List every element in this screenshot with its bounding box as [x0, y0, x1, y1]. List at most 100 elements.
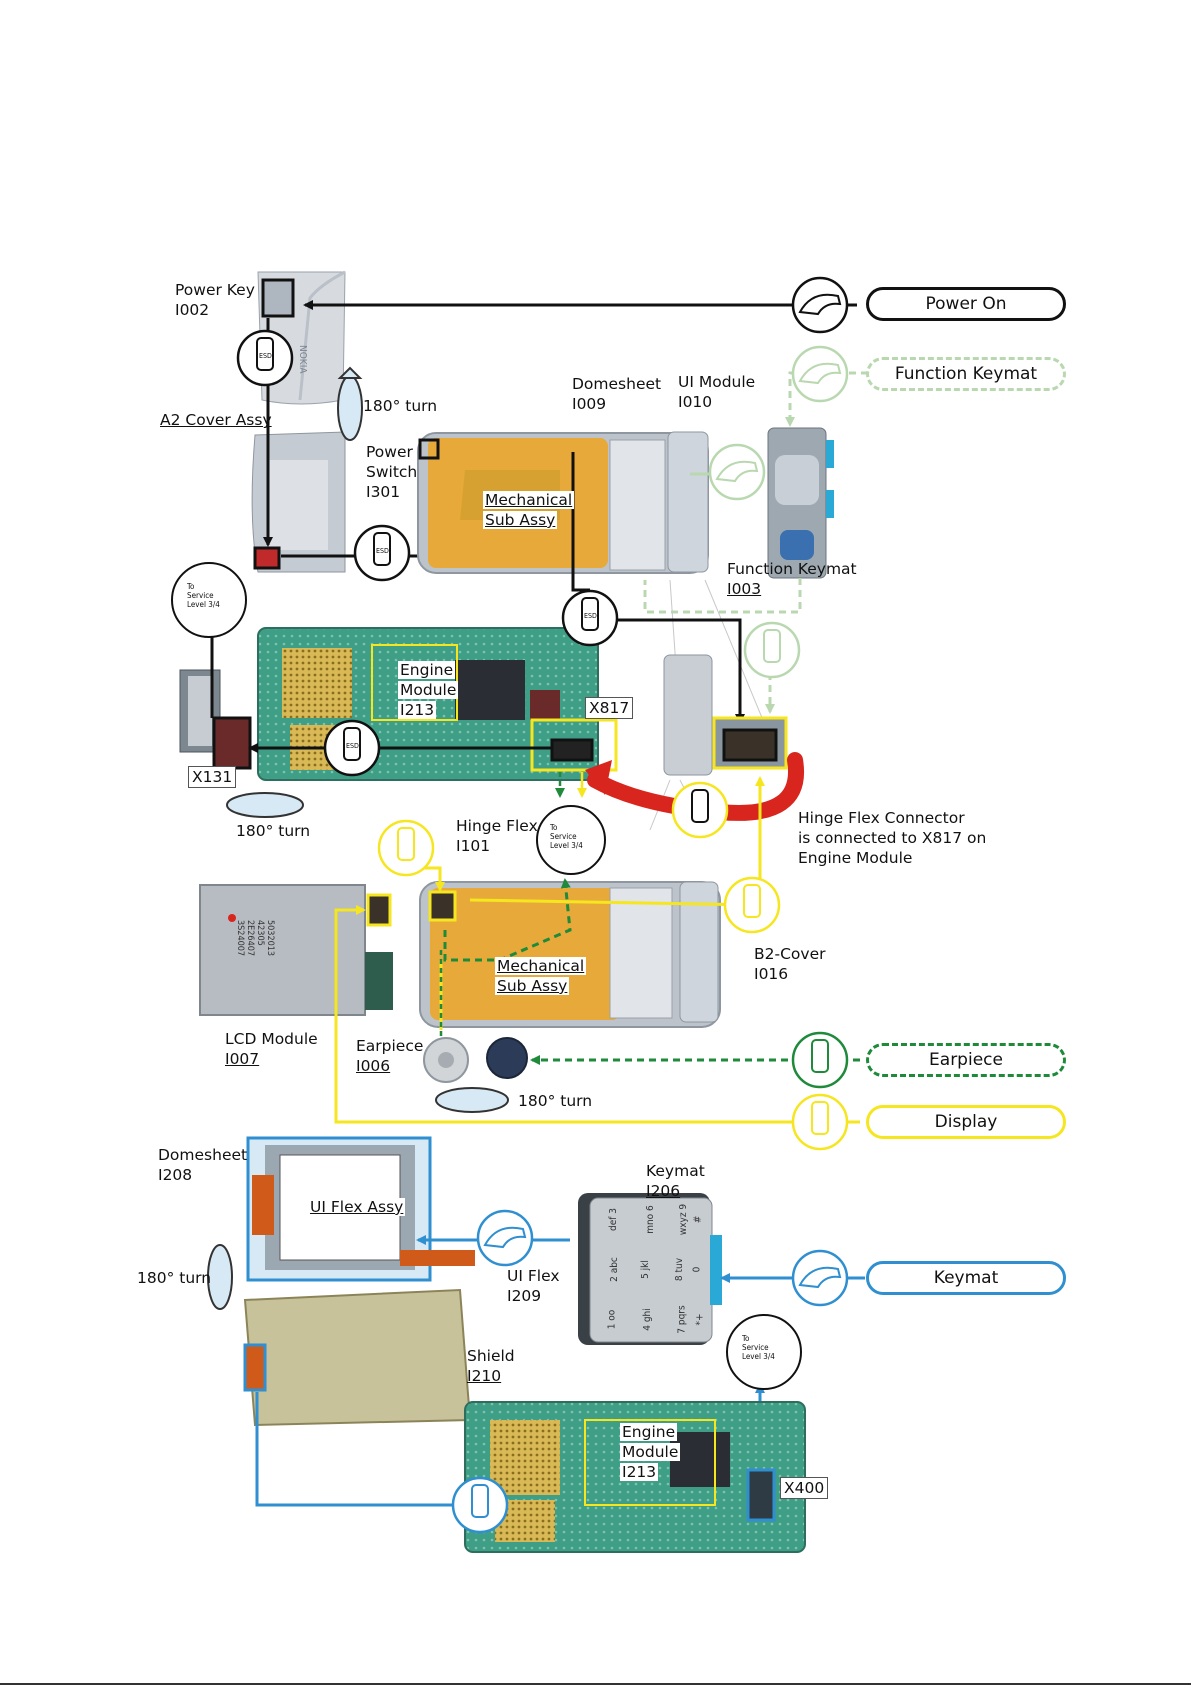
key-5jkl: 5 jkl — [639, 1260, 651, 1279]
shield-name: Shield — [467, 1347, 515, 1365]
a2-cover-text: A2 Cover Assy — [160, 411, 272, 429]
hinge-note-line3: Engine Module — [798, 849, 913, 867]
keymat-pill[interactable]: Keymat — [866, 1261, 1066, 1295]
key-wxyz9: wxyz 9 — [678, 1203, 690, 1236]
earpiece-text: Earpiece — [929, 1050, 1003, 1070]
service-mid-line1: To — [550, 823, 558, 832]
keymat-part-name: Keymat — [646, 1162, 705, 1180]
engine-mid-line2: Module — [398, 681, 459, 699]
keymat-photo — [578, 1193, 722, 1345]
x817-highlight — [530, 718, 618, 772]
engine-bottom-line1: Engine — [620, 1423, 678, 1441]
ui-flex-code: I209 — [507, 1287, 542, 1305]
a2-cover-label: A2 Cover Assy — [160, 410, 272, 430]
function-keymat-route-3 — [643, 578, 802, 614]
power-on-pill[interactable]: Power On — [866, 287, 1066, 321]
function-keymat-route — [785, 371, 868, 427]
service-mid-line3: Level 3/4 — [550, 841, 583, 850]
lcd-print-4: 3S24007 — [235, 920, 245, 956]
lcd-print-1: 5032013 — [265, 920, 275, 956]
turn-mid-label: 180° turn — [236, 821, 310, 841]
ui-flex-name: UI Flex — [507, 1267, 560, 1285]
power-key-code: I002 — [175, 301, 210, 319]
domesheet-top-name: Domesheet — [572, 375, 662, 393]
domesheet-bottom-code: I208 — [158, 1166, 193, 1184]
mech-sub-top-line2: Sub Assy — [483, 511, 558, 529]
key-2abc: 2 abc — [608, 1257, 620, 1282]
domesheet-top-code: I009 — [572, 395, 607, 413]
rotate-arrow-mid-icon — [226, 792, 304, 818]
x817-label: X817 — [585, 697, 634, 719]
power-switch-line2: Switch — [366, 463, 418, 481]
page-bottom-rule — [0, 1683, 1191, 1685]
function-keymat-photo — [767, 427, 834, 579]
function-keymat-pill[interactable]: Function Keymat — [866, 357, 1066, 391]
power-on-text: Power On — [925, 294, 1007, 314]
hinge-flex-code: I101 — [456, 837, 491, 855]
domesheet-bottom-name: Domesheet — [158, 1146, 248, 1164]
lcd-module-photo — [199, 884, 393, 1016]
service-left-line1: To — [187, 582, 195, 591]
service-bottom-line3: Level 3/4 — [742, 1352, 775, 1361]
mech-sub-mid-line2: Sub Assy — [495, 977, 570, 995]
lcd-print-2: 42305 — [255, 920, 265, 946]
key-star: *+ — [694, 1313, 706, 1326]
x131-label: X131 — [188, 766, 237, 788]
engine-bottom-line2: Module — [620, 1443, 681, 1461]
earpiece-pill[interactable]: Earpiece — [866, 1043, 1066, 1077]
service-bottom-line2: Service — [742, 1343, 769, 1352]
service-bottom-line1: To — [742, 1334, 750, 1343]
lcd-print: 5032013 42305 2E26407 3S24007 — [235, 920, 275, 956]
lcd-module-name: LCD Module — [225, 1030, 318, 1048]
turn-ear-text: 180° turn — [518, 1092, 593, 1110]
service-left-line3: Level 3/4 — [187, 600, 220, 609]
mech-sub-mid-line1: Mechanical — [495, 957, 587, 975]
turn-top-text: 180° turn — [363, 397, 438, 415]
display-pill[interactable]: Display — [866, 1105, 1066, 1139]
b2-cover-code: I016 — [754, 965, 789, 983]
key-mno6: mno 6 — [644, 1205, 656, 1234]
power-key-name: Power Key — [175, 281, 255, 299]
engine-bottom-code: I213 — [620, 1463, 659, 1481]
ui-module-name: UI Module — [678, 373, 756, 391]
display-route-flex — [469, 898, 761, 907]
key-hash: # — [692, 1215, 704, 1224]
function-keymat-part-code: I003 — [727, 580, 762, 598]
rotate-arrow-ear-icon — [435, 1087, 509, 1113]
a2-cover-top-photo: NOKIA — [257, 270, 346, 405]
shield-photo — [243, 1288, 472, 1427]
x131-text: X131 — [192, 768, 233, 786]
service-mid-line2: Service — [550, 832, 577, 841]
key-8tuv: 8 tuv — [674, 1257, 686, 1282]
function-keymat-part-name: Function Keymat — [727, 560, 857, 578]
x817-connector — [550, 738, 594, 762]
earpiece-part-name: Earpiece — [356, 1037, 424, 1055]
keypad-keys: def 3 mno 6 wxyz 9 # 2 abc 5 jkl 8 tuv 0… — [598, 1203, 706, 1336]
engine-mid-code: I213 — [398, 701, 437, 719]
lcd-print-3: 2E26407 — [245, 920, 255, 956]
mech-sub-top-line1: Mechanical — [483, 491, 575, 509]
b2-cover-name: B2-Cover — [754, 945, 826, 963]
x817-text: X817 — [589, 699, 630, 717]
keymat-part-code: I206 — [646, 1182, 681, 1200]
key-0: 0 — [691, 1266, 703, 1273]
